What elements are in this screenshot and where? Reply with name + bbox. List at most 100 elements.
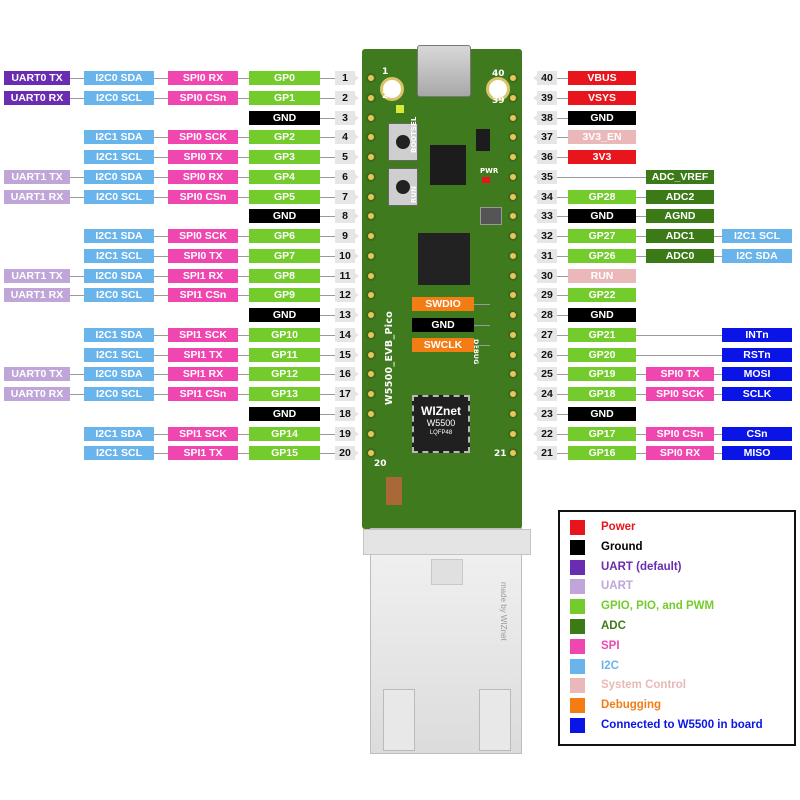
header-pad: [508, 113, 518, 123]
pin-label-spi: SPI0 RX: [168, 170, 238, 184]
crystal: [480, 207, 502, 225]
pin-label-adc: ADC1: [646, 229, 714, 243]
legend-swatch: [570, 520, 585, 535]
pin-label-spi: SPI0 TX: [168, 150, 238, 164]
pin-label-gpio: GP8: [249, 269, 320, 283]
pin-label-spi: SPI0 CSn: [168, 91, 238, 105]
pin-label-adc: AGND: [646, 209, 714, 223]
pin-number: 19: [335, 427, 359, 441]
pwr-silk: PWR: [480, 167, 499, 175]
status-led: [396, 105, 404, 113]
header-pad: [366, 389, 376, 399]
corner-number: 2: [382, 91, 389, 101]
pin-label-i2c: I2C1 SDA: [84, 427, 154, 441]
pin-number: 17: [335, 387, 359, 401]
legend-swatch: [570, 579, 585, 595]
pin-label-i2c: I2C1 SDA: [84, 328, 154, 342]
pin-label-i2c: I2C SDA: [722, 249, 792, 263]
pin-label-uart-default: UART0 TX: [4, 71, 70, 85]
pin-label-ground: GND: [568, 111, 636, 125]
header-pad: [366, 132, 376, 142]
pin-label-spi: SPI1 SCK: [168, 427, 238, 441]
pin-number: 18: [335, 407, 359, 421]
pin-label-i2c: I2C1 SCL: [84, 249, 154, 263]
pin-label-spi: SPI0 SCK: [646, 387, 714, 401]
pin-number: 29: [533, 288, 557, 302]
pcb-board: BOOTSEL RUN PWR W5500_EVB_Pico DEBUG WIZ…: [362, 45, 522, 529]
pin-label-spi: SPI0 TX: [646, 367, 714, 381]
rp2040-chip: [418, 233, 470, 285]
pin-label-gpio: GP0: [249, 71, 320, 85]
legend-swatch: [570, 658, 585, 674]
usb-connector: [417, 45, 471, 97]
pin-number: 20: [335, 446, 359, 460]
pin-label-spi: SPI1 RX: [168, 269, 238, 283]
header-pad: [366, 73, 376, 83]
header-pad: [366, 93, 376, 103]
pin-label-i2c: I2C0 SDA: [84, 71, 154, 85]
pin-label-ground: GND: [249, 308, 320, 322]
legend-label: Ground: [601, 540, 643, 553]
pin-number: 21: [533, 446, 557, 460]
pin-label-gpio: GP13: [249, 387, 320, 401]
pin-label-gpio: GP28: [568, 190, 636, 204]
pin-label-debugging: SWCLK: [412, 338, 474, 352]
pin-number: 14: [335, 328, 359, 342]
pin-label-i2c: I2C1 SCL: [722, 229, 792, 243]
pin-label-ground: GND: [568, 209, 636, 223]
pin-label-gpio: GP14: [249, 427, 320, 441]
pin-label-adc: ADC0: [646, 249, 714, 263]
corner-number: 21: [494, 449, 507, 459]
header-pad: [366, 310, 376, 320]
pin-label-gpio: GP15: [249, 446, 320, 460]
pin-label-connected-w5500: INTn: [722, 328, 792, 342]
pin-label-uart: UART1 TX: [4, 170, 70, 184]
header-pad: [508, 409, 518, 419]
pin-label-uart: UART1 TX: [4, 269, 70, 283]
legend-swatch: [570, 619, 585, 634]
legend-label: UART: [601, 580, 633, 593]
flash-chip: [430, 145, 466, 185]
pin-label-gpio: GP4: [249, 170, 320, 184]
pin-label-gpio: GP11: [249, 348, 320, 362]
header-pad: [508, 330, 518, 340]
pin-label-gpio: GP5: [249, 190, 320, 204]
pin-label-i2c: I2C1 SDA: [84, 229, 154, 243]
pin-label-spi: SPI1 CSn: [168, 387, 238, 401]
pin-label-spi: SPI1 SCK: [168, 328, 238, 342]
header-pad: [366, 152, 376, 162]
pin-label-ground: GND: [249, 209, 320, 223]
header-pad: [366, 271, 376, 281]
pin-label-gpio: GP3: [249, 150, 320, 164]
pin-label-adc: ADC2: [646, 190, 714, 204]
pin-label-gpio: GP21: [568, 328, 636, 342]
corner-number: 1: [382, 67, 389, 77]
legend-label: Debugging: [601, 699, 662, 712]
pin-label-gpio: GP20: [568, 348, 636, 362]
pin-label-gpio: GP1: [249, 91, 320, 105]
legend-label: Connected to W5500 in board: [601, 719, 763, 731]
legend-swatch: [570, 599, 585, 615]
corner-number: 39: [492, 96, 505, 106]
pin-number: 10: [335, 249, 359, 263]
pin-label-i2c: I2C0 SDA: [84, 367, 154, 381]
pin-number: 31: [533, 249, 557, 263]
pin-label-gpio: GP22: [568, 288, 636, 302]
header-pad: [366, 113, 376, 123]
pin-number: 22: [533, 427, 557, 441]
pin-label-connected-w5500: CSn: [722, 427, 792, 441]
connector-line: [552, 355, 782, 356]
pin-label-system-control: RUN: [568, 269, 636, 283]
header-pad: [508, 152, 518, 162]
pin-number: 5: [335, 150, 359, 164]
pin-label-system-control: 3V3_EN: [568, 130, 636, 144]
corner-number: 40: [492, 69, 505, 79]
legend-label: SPI: [601, 639, 620, 652]
pin-label-connected-w5500: SCLK: [722, 387, 792, 401]
header-pad: [366, 429, 376, 439]
pin-label-connected-w5500: MISO: [722, 446, 792, 460]
pin-label-gpio: GP6: [249, 229, 320, 243]
legend-swatch: [570, 678, 585, 694]
